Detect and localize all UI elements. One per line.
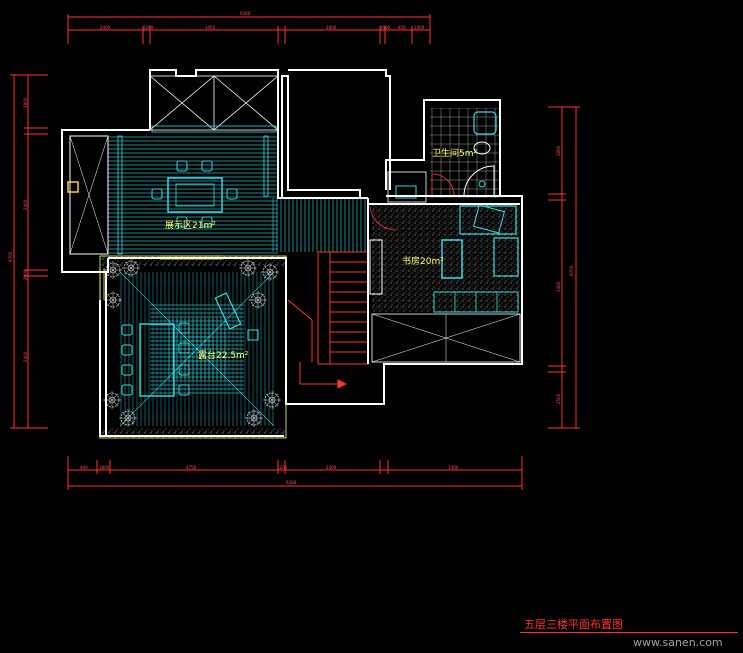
doors [369,173,455,231]
dim-left-total: 9700 [8,251,13,262]
room-label-dining: 展示区21m² [165,221,216,231]
dim-left-segment: 2400 [23,199,28,210]
walls [61,69,523,437]
dimension-lines-left [10,74,48,429]
dim-bottom-segment: 1800 [99,465,110,470]
watermark-text: www.sanen.com [633,636,723,649]
dim-left-segment: 2900 [23,269,28,280]
dim-right-segment: 2500 [556,393,561,404]
dim-top-segment: 850 [398,25,406,30]
drawing-title: 五层三楼平面布置图 [524,618,623,631]
dining-area [67,135,368,255]
room-label-study: 书房20m² [402,257,444,267]
title-underline [520,632,738,633]
windows [99,255,222,300]
dim-bottom-total: 9300 [286,480,297,485]
study-area [369,171,521,363]
dim-bottom-segment: 1400 [448,465,459,470]
dim-bottom-segment: 1200 [277,465,288,470]
dim-top-segment: 1000 [414,25,425,30]
room-label-bathroom: 卫生间5m² [432,149,478,159]
dim-top-total: 9300 [240,11,251,16]
dim-left-segment: 1800 [23,97,28,108]
dim-top-segment: 1200 [143,25,154,30]
bathroom-area [430,108,500,198]
upper-niches [149,75,279,133]
dim-right-total: 9700 [569,265,574,276]
dining-table [151,160,238,228]
dimension-lines-bottom [67,456,523,490]
dim-right-segment: 2800 [556,145,561,156]
dim-top-segment: 1600 [380,25,391,30]
dimension-lines-top [67,14,431,44]
dim-top-segment: 2800 [326,25,337,30]
dim-right-segment: 3400 [556,281,561,292]
staircase [287,251,369,389]
balcony-area [99,255,287,439]
dim-top-segment: 2400 [100,25,111,30]
room-label-balcony: 露台22.5m² [198,351,249,361]
dim-top-segment: 3450 [205,25,216,30]
dimension-lines-right [548,106,580,429]
dim-left-segment: 2400 [23,351,28,362]
dim-bottom-segment: 4750 [186,465,197,470]
dim-bottom-segment: 2400 [326,465,337,470]
dim-bottom-segment: 400 [80,465,88,470]
